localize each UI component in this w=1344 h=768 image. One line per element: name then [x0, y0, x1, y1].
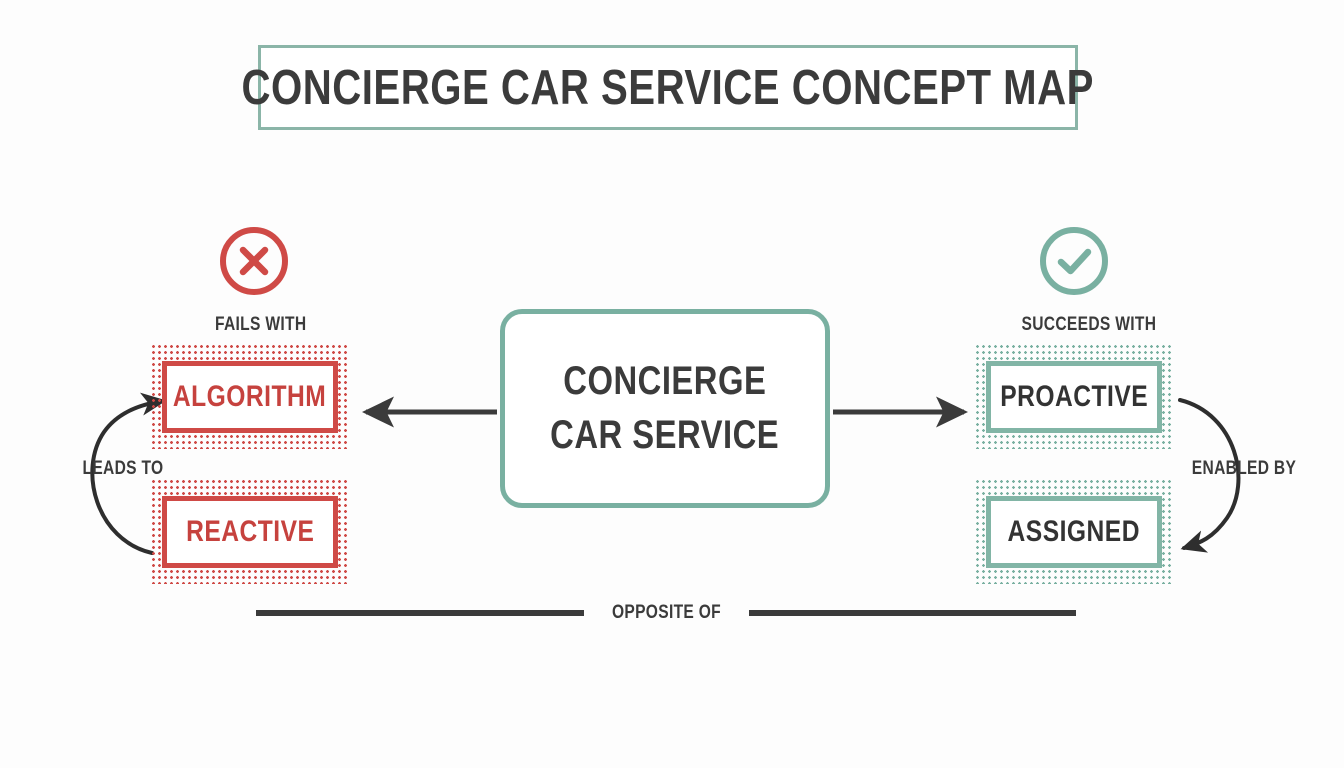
connector-rule-left [256, 610, 584, 616]
concept-node-box: PROACTIVE [986, 361, 1162, 433]
central-node-line-2: CAR SERVICE [550, 412, 780, 457]
concept-node-label: ASSIGNED [1007, 515, 1141, 548]
concept-node-algorithm[interactable]: ALGORITHM [152, 345, 348, 449]
concept-node-label: ALGORITHM [173, 380, 327, 413]
connector-rule-right [748, 610, 1077, 616]
relation-label-fails-with: FAILS WITH [215, 314, 307, 335]
relation-label-enabled-by: ENABLED BY [1191, 458, 1297, 479]
opposite-of-connector: OPPOSITE OF [256, 598, 1077, 628]
central-node-line-1: CONCIERGE [563, 358, 767, 403]
circle-check-icon [1037, 224, 1111, 298]
page-title: CONCIERGE CAR SERVICE CONCEPT MAP [241, 60, 1095, 115]
relation-label-opposite-of: OPPOSITE OF [611, 602, 721, 623]
concept-node-proactive[interactable]: PROACTIVE [976, 345, 1172, 449]
concept-node-label: REACTIVE [185, 515, 315, 548]
concept-node-box: ALGORITHM [162, 361, 338, 433]
concept-node-box: ASSIGNED [986, 496, 1162, 568]
concept-node-reactive[interactable]: REACTIVE [152, 480, 348, 584]
central-node-concierge-car-service[interactable]: CONCIERGE CAR SERVICE [500, 309, 830, 508]
concept-node-label: PROACTIVE [1000, 380, 1148, 413]
circle-x-icon [217, 224, 291, 298]
concept-node-assigned[interactable]: ASSIGNED [976, 480, 1172, 584]
relation-label-succeeds-with: SUCCEEDS WITH [1021, 314, 1157, 335]
page-title-box: CONCIERGE CAR SERVICE CONCEPT MAP [242, 45, 1094, 130]
concept-node-box: REACTIVE [162, 496, 338, 568]
relation-label-leads-to: LEADS TO [82, 458, 164, 479]
